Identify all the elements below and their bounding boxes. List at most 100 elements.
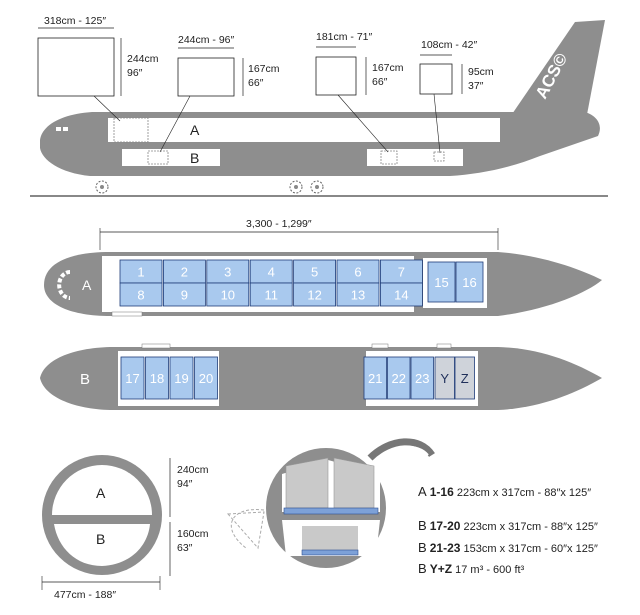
fuselage-width: 477cm - 188″ bbox=[54, 589, 116, 601]
upper-height-in: 94″ bbox=[177, 478, 193, 490]
lower-deck-strip-rear bbox=[367, 149, 463, 166]
pallet-2-width: 244cm - 96″ bbox=[178, 34, 235, 46]
position-12: 12 bbox=[293, 282, 337, 307]
lower-deck-letter-plan: B bbox=[80, 371, 90, 388]
svg-text:8: 8 bbox=[137, 288, 144, 303]
svg-text:15: 15 bbox=[434, 275, 448, 290]
position-18: 18 bbox=[145, 356, 169, 400]
position-23: 23 bbox=[410, 356, 434, 400]
bulk-Z: Z bbox=[454, 356, 475, 400]
svg-text:4: 4 bbox=[268, 265, 275, 280]
svg-text:12: 12 bbox=[307, 288, 321, 303]
position-9: 9 bbox=[162, 282, 206, 307]
legend-deck: A bbox=[418, 484, 427, 499]
svg-text:9: 9 bbox=[181, 288, 188, 303]
pallet-outline-3 bbox=[315, 56, 357, 96]
tail-fin bbox=[508, 20, 605, 125]
position-2: 2 bbox=[162, 259, 206, 284]
position-14: 14 bbox=[379, 282, 423, 307]
lower-height-cm: 160cm bbox=[177, 528, 209, 540]
position-22: 22 bbox=[387, 356, 411, 400]
legend-row-3: B 21-23 153cm x 317cm - 60″x 125″ bbox=[418, 540, 598, 555]
legend-deck: B bbox=[418, 518, 427, 533]
svg-text:Y: Y bbox=[440, 371, 449, 386]
legend-deck: B bbox=[418, 540, 427, 555]
position-21: 21 bbox=[363, 356, 387, 400]
position-6: 6 bbox=[336, 259, 380, 284]
upper-height-cm: 240cm bbox=[177, 464, 209, 476]
pallet-3-width: 181cm - 71″ bbox=[316, 31, 373, 43]
legend-spec: 153cm x 317cm - 60″x 125″ bbox=[463, 543, 598, 555]
pallet-2-height-cm: 167cm bbox=[248, 63, 280, 75]
svg-text:10: 10 bbox=[221, 288, 235, 303]
legend-spec: 17 m³ - 600 ft³ bbox=[455, 564, 525, 576]
position-10: 10 bbox=[206, 282, 250, 307]
position-4: 4 bbox=[249, 259, 293, 284]
svg-text:23: 23 bbox=[415, 371, 429, 386]
svg-text:5: 5 bbox=[311, 265, 318, 280]
pallet-outline-4 bbox=[419, 63, 453, 95]
position-1: 1 bbox=[119, 259, 163, 284]
svg-text:18: 18 bbox=[150, 371, 164, 386]
legend-positions: 1-16 bbox=[429, 485, 454, 499]
svg-text:7: 7 bbox=[398, 265, 405, 280]
svg-text:Z: Z bbox=[461, 371, 469, 386]
pallet-4-height-in: 37″ bbox=[468, 80, 484, 92]
svg-text:1: 1 bbox=[137, 265, 144, 280]
position-20: 20 bbox=[194, 356, 218, 400]
legend-row-2: B 17-20 223cm x 317cm - 88″x 125″ bbox=[418, 518, 598, 533]
svg-text:16: 16 bbox=[462, 275, 476, 290]
svg-text:11: 11 bbox=[264, 288, 278, 303]
legend-positions: 21-23 bbox=[429, 541, 461, 555]
cross-upper-label: A bbox=[96, 485, 106, 501]
svg-text:6: 6 bbox=[354, 265, 361, 280]
position-19: 19 bbox=[169, 356, 194, 400]
legend-positions: Y+Z bbox=[429, 562, 453, 576]
svg-text:14: 14 bbox=[394, 288, 408, 303]
bulk-Y: Y bbox=[434, 356, 455, 400]
upper-deck-letter: A bbox=[190, 122, 200, 138]
position-17: 17 bbox=[120, 356, 145, 400]
position-15: 15 bbox=[427, 261, 456, 303]
lower-deck-strip bbox=[122, 149, 220, 166]
svg-text:2: 2 bbox=[181, 265, 188, 280]
svg-text:21: 21 bbox=[368, 371, 382, 386]
main-deck-letter: A bbox=[82, 277, 92, 293]
legend-positions: 17-20 bbox=[429, 519, 461, 533]
position-5: 5 bbox=[293, 259, 337, 284]
upper-deck-strip bbox=[108, 118, 500, 142]
pallet-2-height-in: 66″ bbox=[248, 77, 264, 89]
pallet-1-height-cm: 244cm bbox=[127, 53, 159, 65]
legend-spec: 223cm x 317cm - 88″x 125″ bbox=[463, 521, 598, 533]
pallet-1-height-in: 96″ bbox=[127, 67, 143, 79]
legend-spec: 223cm x 317cm - 88″x 125″ bbox=[456, 487, 592, 499]
pallet-3-height-cm: 167cm bbox=[372, 62, 404, 74]
lower-height-in: 63″ bbox=[177, 542, 193, 554]
svg-text:17: 17 bbox=[125, 371, 139, 386]
lower-deck-letter: B bbox=[190, 150, 199, 166]
main-deck-length: 3,300 - 1,299″ bbox=[246, 218, 312, 230]
position-16: 16 bbox=[455, 261, 484, 303]
svg-text:20: 20 bbox=[199, 371, 213, 386]
legend-deck: B bbox=[418, 561, 427, 576]
pallet-1-width: 318cm - 125″ bbox=[44, 15, 106, 27]
pallet-4-width: 108cm - 42″ bbox=[421, 39, 478, 51]
position-13: 13 bbox=[336, 282, 380, 307]
position-7: 7 bbox=[379, 259, 423, 284]
pallet-outline-1 bbox=[37, 37, 115, 97]
pallet-4-height-cm: 95cm bbox=[468, 66, 494, 78]
svg-text:3: 3 bbox=[224, 265, 231, 280]
cross-lower-label: B bbox=[96, 531, 105, 547]
svg-text:19: 19 bbox=[174, 371, 188, 386]
legend-row-4: B Y+Z 17 m³ - 600 ft³ bbox=[418, 561, 524, 576]
position-8: 8 bbox=[119, 282, 163, 307]
pallet-3-height-in: 66″ bbox=[372, 76, 388, 88]
position-3: 3 bbox=[206, 259, 250, 284]
svg-text:13: 13 bbox=[351, 288, 365, 303]
svg-text:22: 22 bbox=[392, 371, 406, 386]
pallet-outline-2 bbox=[177, 57, 235, 97]
legend-row-1: A 1-16 223cm x 317cm - 88″x 125″ bbox=[418, 484, 591, 499]
